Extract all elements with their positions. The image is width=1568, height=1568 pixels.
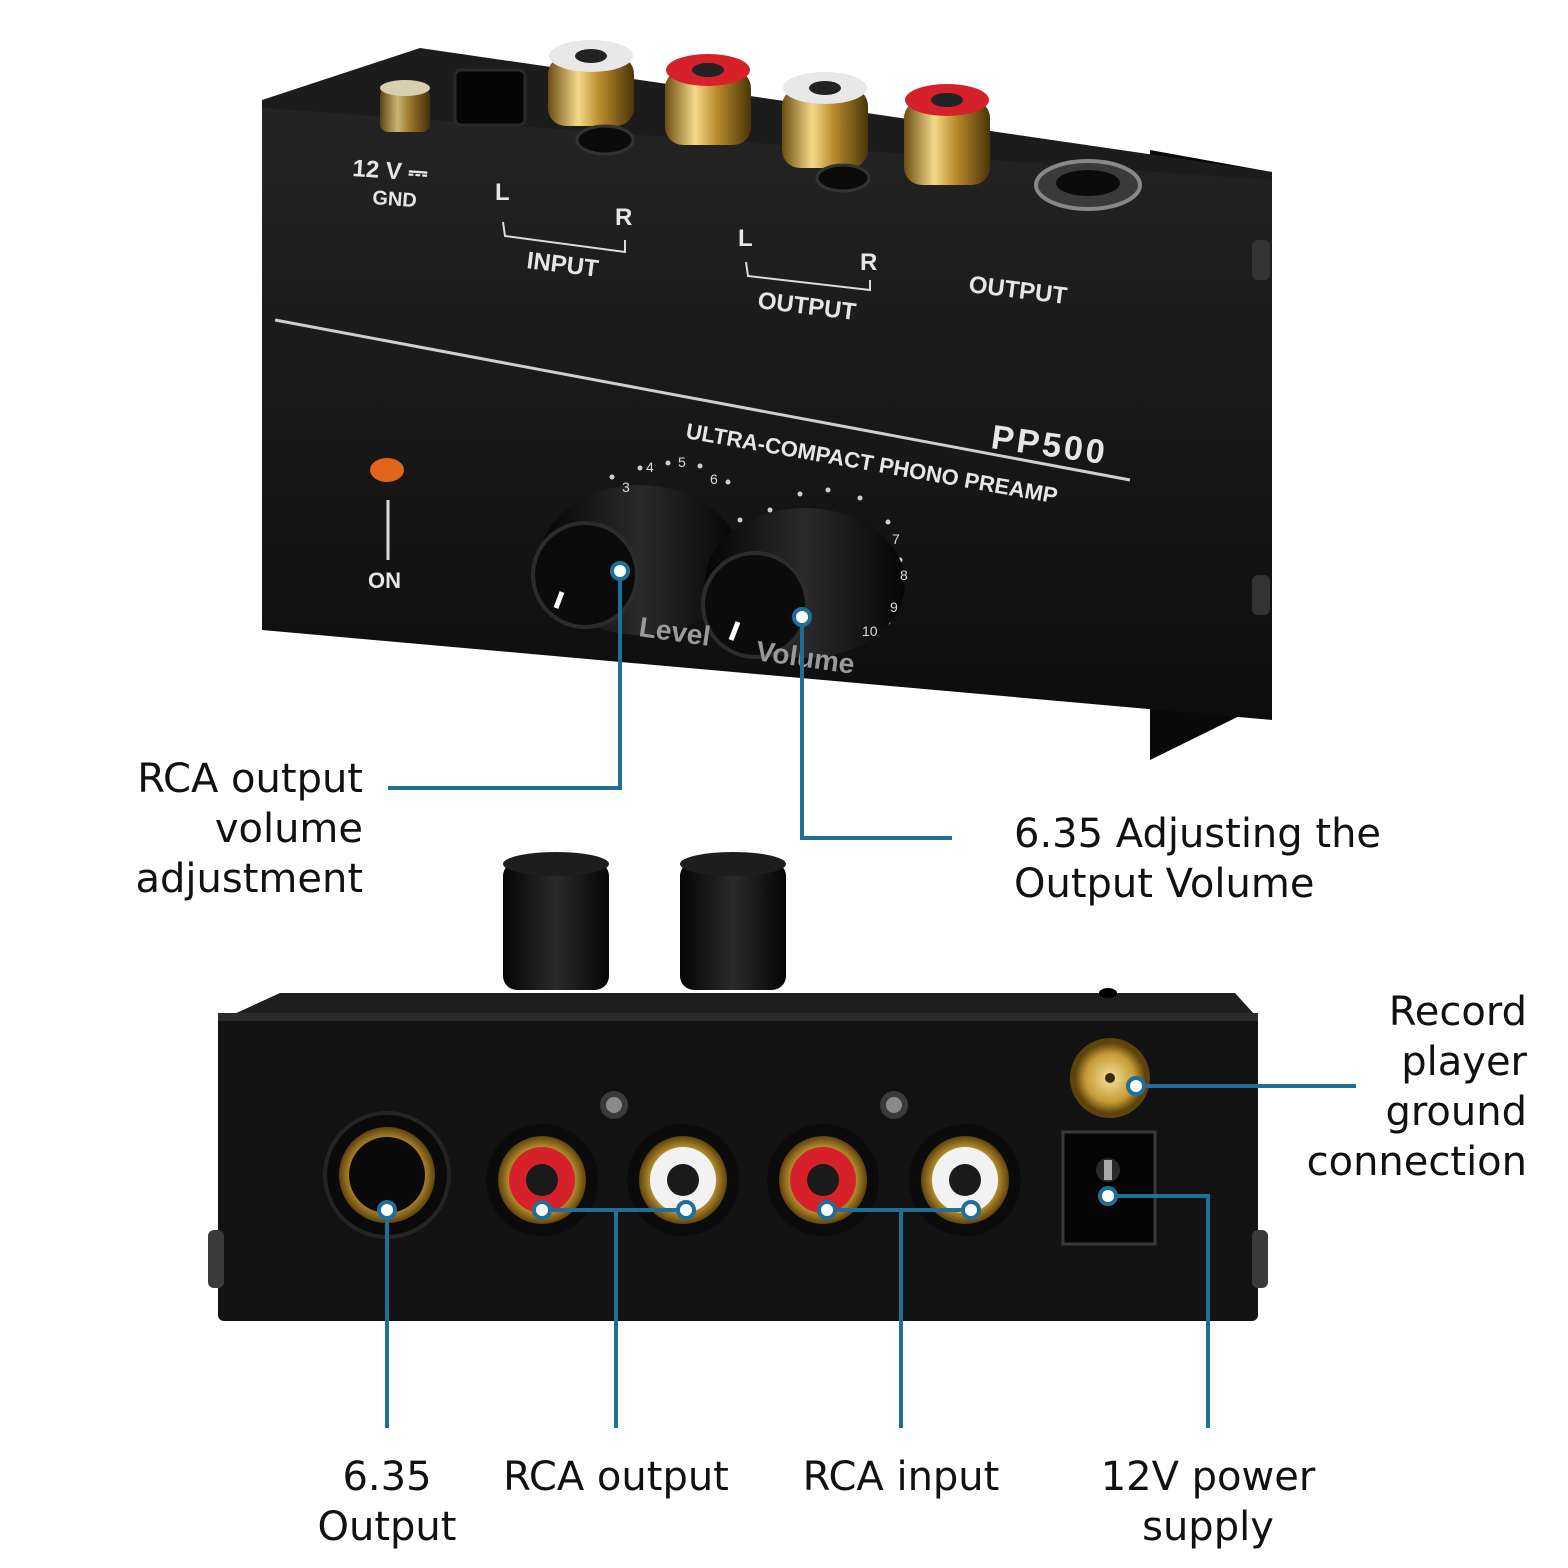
callout-power: 12V power supply: [1068, 1452, 1348, 1552]
volume-knob[interactable]: [701, 508, 905, 659]
callout-line: volume: [214, 806, 363, 852]
callout-line: Output: [317, 1504, 457, 1550]
callout-line: RCA output: [503, 1454, 729, 1500]
callout-line-jack-volume: [800, 617, 952, 840]
callout-line: player: [1401, 1039, 1527, 1085]
rear-panel: [218, 1013, 1258, 1321]
rca-input-left-jack: [909, 1124, 1021, 1236]
dc-jack-top: [453, 68, 527, 127]
rear-view-unit: [208, 852, 1268, 1321]
callout-line: Record: [1388, 989, 1527, 1035]
gnd-label-top: GND: [372, 187, 418, 212]
dial-tick-label: 6: [710, 471, 718, 487]
dial-tick-label: 9: [890, 599, 898, 615]
callout-line: RCA input: [802, 1454, 1000, 1500]
callout-jack-output: 6.35 Output: [287, 1452, 487, 1552]
dial-tick-label: 5: [678, 454, 686, 470]
callout-jack-volume: 6.35 Adjusting the Output Volume: [1014, 809, 1381, 909]
output-right-label: R: [860, 249, 877, 276]
callout-lines: [385, 571, 1356, 1428]
callout-rca-output: RCA output: [466, 1452, 766, 1502]
top-view-unit: 12 V ⎓ GND L R INPUT L R OUTPUT OUTPUT O…: [262, 40, 1272, 760]
callout-line: Output Volume: [1014, 861, 1315, 907]
dial-tick-label: 8: [900, 567, 908, 583]
callout-rca-input: RCA input: [761, 1452, 1041, 1502]
callout-line: RCA output: [137, 756, 363, 802]
callout-line: supply: [1142, 1504, 1274, 1550]
rca-input-left-top: [548, 40, 634, 126]
rca-output-right-top: [904, 84, 990, 185]
rear-knob-right: [680, 852, 786, 990]
dial-tick-label: 7: [892, 531, 900, 547]
callout-line: connection: [1306, 1139, 1527, 1185]
ground-screw-top: [380, 80, 430, 132]
callout-line: 12V power: [1100, 1454, 1316, 1500]
power-label-top: 12 V ⎓: [352, 155, 429, 187]
callout-ground: Record player ground connection: [1307, 987, 1527, 1187]
callout-dot: [792, 607, 812, 627]
callout-rca-volume: RCA output volume adjustment: [136, 754, 364, 904]
input-left-label: L: [495, 179, 510, 206]
callout-dot: [610, 561, 630, 581]
level-knob[interactable]: [531, 485, 740, 635]
dial-tick-label: 10: [862, 623, 878, 639]
power-led: [370, 458, 404, 482]
callout-dot: [817, 1200, 837, 1220]
callout-dot: [1098, 1186, 1118, 1206]
top-panel: [262, 100, 1272, 720]
output-left-label: L: [738, 225, 753, 252]
callout-dot: [1126, 1076, 1146, 1096]
callout-dots: [377, 561, 1146, 1220]
callout-dot: [961, 1200, 981, 1220]
callout-line: 6.35: [342, 1454, 432, 1500]
rca-input-right-top: [665, 54, 751, 145]
callout-dot: [377, 1200, 397, 1220]
callout-line-power: [1108, 1194, 1210, 1428]
rear-knob-left: [503, 852, 609, 990]
dial-tick-label: 3: [622, 479, 630, 495]
callout-line: adjustment: [135, 856, 364, 902]
dial-tick-label: 4: [646, 459, 654, 475]
callout-line: ground: [1385, 1089, 1527, 1135]
callout-line-rca-volume: [388, 571, 622, 790]
input-right-label: R: [615, 204, 632, 231]
rca-input-right-jack: [767, 1124, 879, 1236]
callout-line: 6.35 Adjusting the: [1014, 811, 1382, 857]
callout-dot: [532, 1200, 552, 1220]
jack-output-top: [1034, 159, 1142, 211]
rca-output-left-top: [782, 72, 868, 168]
jack-output-635: [323, 1111, 451, 1239]
ground-terminal: [1070, 1038, 1150, 1118]
on-label: ON: [368, 568, 401, 593]
callout-dot: [676, 1200, 696, 1220]
